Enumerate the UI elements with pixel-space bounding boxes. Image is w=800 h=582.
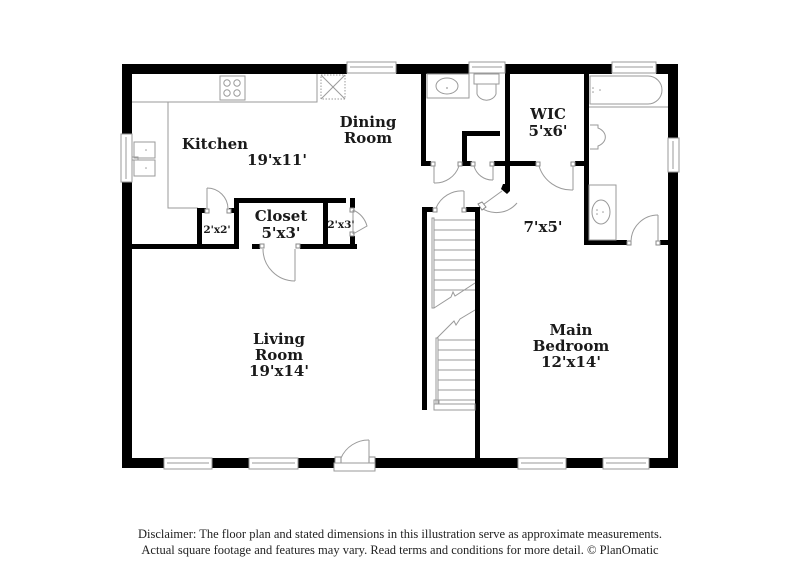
- label-closet: Closet: [255, 207, 308, 225]
- windows: [120, 61, 680, 470]
- label-bedroom-2: Bedroom: [533, 337, 610, 355]
- label-living-2: Room: [255, 346, 303, 364]
- door-master-bath[interactable]: [626, 214, 661, 246]
- toilet-icon: [473, 73, 500, 101]
- wic-walls: [510, 74, 668, 245]
- label-closet-2x2: 2'x2': [203, 224, 230, 236]
- door-linen-closet[interactable]: [470, 161, 495, 181]
- toilet-master-icon: [590, 124, 606, 150]
- door-closet-2x2[interactable]: [204, 187, 232, 214]
- disclaimer: Disclaimer: The floor plan and stated di…: [0, 526, 800, 558]
- door-bedroom[interactable]: [477, 190, 518, 214]
- door-stair[interactable]: [432, 190, 467, 213]
- label-kitchen: Kitchen: [182, 135, 248, 153]
- label-wic-dims: 5'x6': [528, 122, 567, 140]
- label-dining-2: Room: [344, 129, 392, 147]
- label-bedroom-1: Main: [550, 321, 593, 339]
- label-living-dims: 19'x14': [249, 362, 309, 380]
- label-closet-2x3: 2'x3': [327, 219, 354, 231]
- staircase-icon: [431, 217, 476, 411]
- label-hall-dims: 7'x5': [523, 218, 562, 236]
- label-closet-dims: 5'x3': [261, 224, 300, 242]
- bathroom-sink-icon: [426, 73, 470, 99]
- label-living-1: Living: [253, 330, 306, 348]
- label-bedroom-dims: 12'x14': [541, 353, 601, 371]
- door-half-bath[interactable]: [430, 161, 463, 184]
- disclaimer-line-1: Disclaimer: The floor plan and stated di…: [138, 527, 662, 541]
- stove-icon: [219, 75, 246, 101]
- bathtub-icon: [589, 75, 668, 108]
- fridge-icon: [320, 74, 346, 100]
- door-wic[interactable]: [535, 161, 576, 191]
- label-kitchen-dims: 19'x11': [247, 151, 307, 169]
- disclaimer-line-2: Actual square footage and features may v…: [141, 543, 659, 557]
- kitchen-sink-icon: [131, 141, 156, 177]
- kitchen-counters: [131, 74, 346, 209]
- label-wic: WIC: [529, 105, 566, 123]
- closet-walls: [132, 198, 357, 249]
- stair-walls: [422, 207, 480, 458]
- front-door[interactable]: [333, 439, 376, 472]
- door-closet-2x3[interactable]: [349, 207, 368, 237]
- door-closet-5x3[interactable]: [259, 243, 301, 282]
- half-bath-walls: [421, 74, 510, 194]
- label-dining-1: Dining: [340, 113, 397, 131]
- exterior-walls: [122, 64, 678, 468]
- master-sink-icon: [588, 184, 617, 241]
- room-labels: Kitchen 19'x11' Dining Room Closet 5'x3'…: [182, 105, 609, 380]
